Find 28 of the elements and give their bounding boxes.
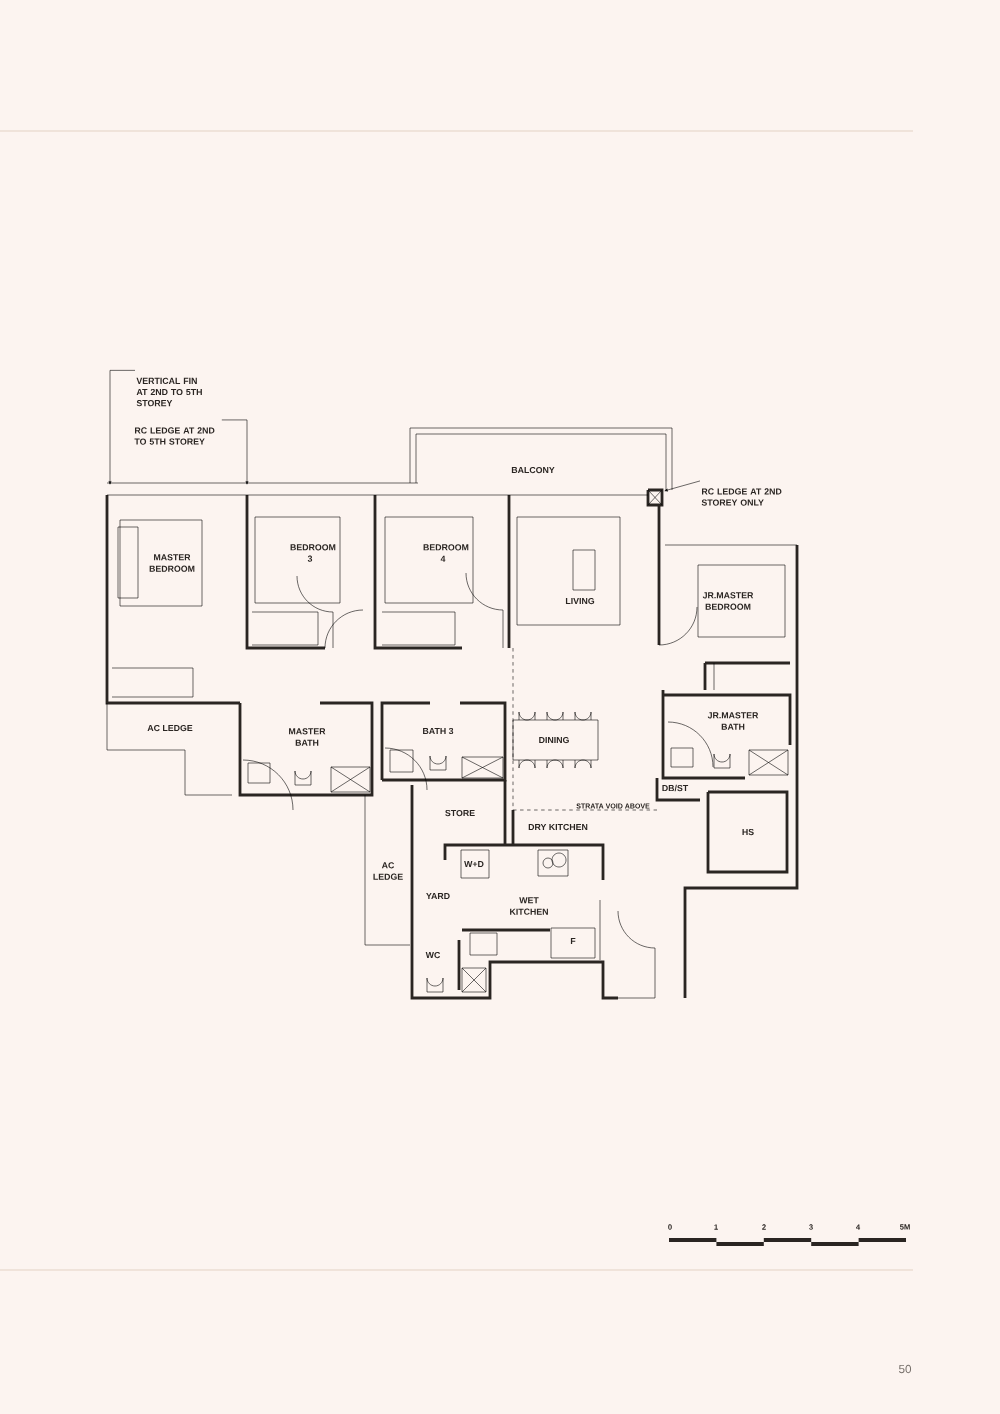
callout-text: RC LEDGE AT 2ND STOREY ONLY	[701, 488, 782, 506]
room-label: BEDROOM 3	[290, 544, 336, 562]
room-label: W+D	[464, 861, 484, 868]
room-label: WC	[425, 951, 441, 959]
room-label: BALCONY	[511, 466, 555, 474]
room-label: BEDROOM 4	[423, 544, 469, 562]
room-label: JR.MASTER BEDROOM	[702, 592, 754, 610]
room-label: JR.MASTER BATH	[707, 712, 759, 730]
room-label: YARD	[426, 893, 450, 900]
callout-text: RC LEDGE AT 2ND TO 5TH STOREY	[134, 427, 215, 445]
room-label: BATH 3	[423, 727, 454, 735]
room-label: HS	[742, 828, 754, 836]
room-label: F	[570, 938, 576, 945]
leader-line	[108, 370, 136, 485]
leader-line	[221, 419, 249, 485]
room-label: DRY KITCHEN	[528, 823, 588, 831]
page-number: 50	[898, 1364, 912, 1374]
room-label: AC LEDGE	[373, 862, 403, 880]
room-label: DINING	[539, 736, 569, 744]
room-label: MASTER BATH	[289, 728, 326, 746]
room-label: WET KITCHEN	[510, 897, 548, 915]
room-label: DB/ST	[662, 784, 689, 792]
room-label: AC LEDGE	[147, 724, 193, 732]
room-label: MASTER BEDROOM	[149, 554, 195, 572]
room-label: STORE	[445, 809, 475, 817]
leader-line	[664, 480, 701, 492]
room-label: LIVING	[565, 597, 595, 605]
callout-text: VERTICAL FIN AT 2ND TO 5TH STOREY	[136, 377, 202, 407]
